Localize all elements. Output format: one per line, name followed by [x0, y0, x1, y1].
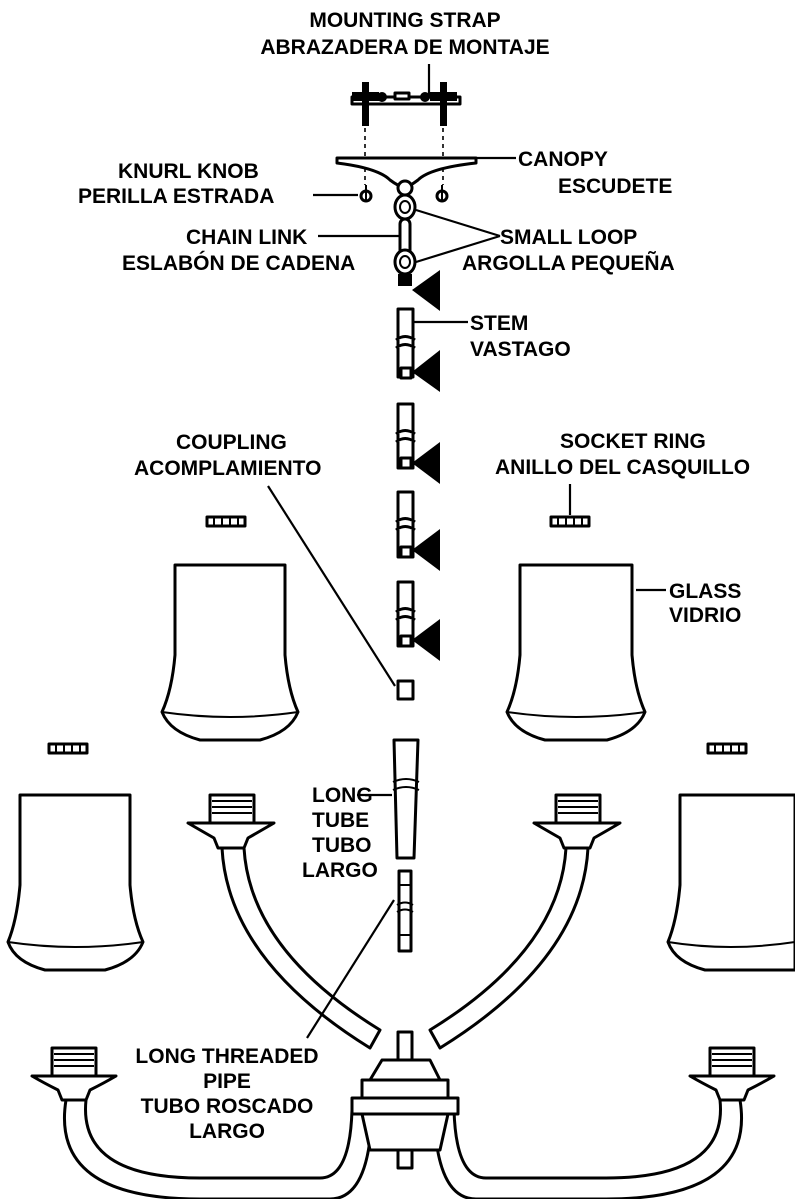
svg-text:ARGOLLA PEQUEÑA: ARGOLLA PEQUEÑA [462, 252, 675, 275]
stem-3 [395, 490, 416, 559]
svg-text:VIDRIO: VIDRIO [669, 604, 741, 627]
svg-text:TUBE: TUBE [312, 809, 369, 832]
label-stem: STEM VASTAGO [470, 312, 571, 361]
socket-ring-3 [47, 742, 89, 755]
leader-lines [267, 64, 666, 1039]
label-coupling: COUPLING ACOMPLAMIENTO [134, 431, 321, 480]
socket-ring-4 [706, 742, 748, 755]
svg-text:TUBO ROSCADO: TUBO ROSCADO [141, 1095, 314, 1118]
svg-text:LARGO: LARGO [302, 859, 378, 882]
svg-text:VASTAGO: VASTAGO [470, 338, 571, 361]
knurl-knob-left [359, 185, 373, 203]
svg-text:GLASS: GLASS [669, 580, 741, 603]
coupling [396, 679, 415, 701]
svg-text:STEM: STEM [470, 312, 528, 335]
label-long-tube: LONG TUBE TUBO LARGO [302, 784, 378, 882]
socket-ring-1 [205, 515, 247, 528]
svg-text:LARGO: LARGO [189, 1120, 265, 1143]
knurl-knob-right [435, 185, 449, 203]
label-glass: GLASS VIDRIO [669, 580, 741, 627]
arrow-marker-1 [412, 350, 440, 392]
stem-2 [395, 402, 416, 470]
stem-4 [395, 580, 416, 648]
svg-text:ABRAZADERA DE MONTAJE: ABRAZADERA DE MONTAJE [260, 36, 549, 59]
label-socket-ring: SOCKET RING ANILLO DEL CASQUILLO [495, 430, 750, 479]
svg-text:ESLABÓN DE CADENA: ESLABÓN DE CADENA [122, 251, 355, 275]
svg-text:TUBO: TUBO [312, 834, 372, 857]
label-small-loop: SMALL LOOP ARGOLLA PEQUEÑA [462, 226, 675, 275]
arm-inner-left [186, 793, 382, 1050]
svg-text:KNURL KNOB: KNURL KNOB [118, 160, 259, 183]
svg-text:MOUNTING STRAP: MOUNTING STRAP [309, 9, 500, 32]
glass-shade-3 [6, 793, 145, 972]
svg-text:SMALL LOOP: SMALL LOOP [500, 226, 637, 249]
chain-link [393, 193, 417, 286]
canopy [335, 156, 478, 197]
arrow-marker-0 [412, 270, 440, 311]
socket-ring-2 [549, 515, 591, 528]
arrow-marker-3 [412, 529, 440, 571]
arrow-marker-4 [412, 619, 440, 661]
svg-text:ANILLO DEL CASQUILLO: ANILLO DEL CASQUILLO [495, 456, 750, 479]
arm-inner-right [428, 793, 622, 1050]
svg-text:PIPE: PIPE [203, 1070, 251, 1093]
svg-text:CANOPY: CANOPY [518, 148, 608, 171]
long-tube [392, 738, 420, 860]
glass-shade-4 [666, 793, 795, 972]
glass-shade-1 [160, 563, 300, 742]
svg-text:ESCUDETE: ESCUDETE [558, 175, 672, 198]
svg-text:LONG THREADED: LONG THREADED [135, 1045, 318, 1068]
stem-1 [395, 307, 416, 380]
label-canopy: CANOPY ESCUDETE [518, 148, 672, 198]
long-threaded-pipe [396, 869, 414, 953]
svg-text:COUPLING: COUPLING [176, 431, 287, 454]
svg-text:CHAIN LINK: CHAIN LINK [186, 226, 307, 249]
arm-outer-right [432, 1046, 776, 1199]
glass-shade-2 [505, 563, 647, 742]
label-knurl-knob: KNURL KNOB PERILLA ESTRADA [78, 160, 274, 208]
svg-text:ACOMPLAMIENTO: ACOMPLAMIENTO [134, 457, 321, 480]
label-long-threaded-pipe: LONG THREADED PIPE TUBO ROSCADO LARGO [135, 1045, 318, 1143]
arrow-marker-2 [412, 442, 440, 484]
svg-text:PERILLA ESTRADA: PERILLA ESTRADA [78, 185, 274, 208]
label-mounting-strap: MOUNTING STRAP ABRAZADERA DE MONTAJE [260, 9, 549, 59]
svg-text:SOCKET RING: SOCKET RING [560, 430, 706, 453]
center-body [350, 1030, 460, 1170]
mounting-strap [350, 82, 462, 185]
label-chain-link: CHAIN LINK ESLABÓN DE CADENA [122, 226, 355, 275]
svg-text:LONG: LONG [312, 784, 373, 807]
